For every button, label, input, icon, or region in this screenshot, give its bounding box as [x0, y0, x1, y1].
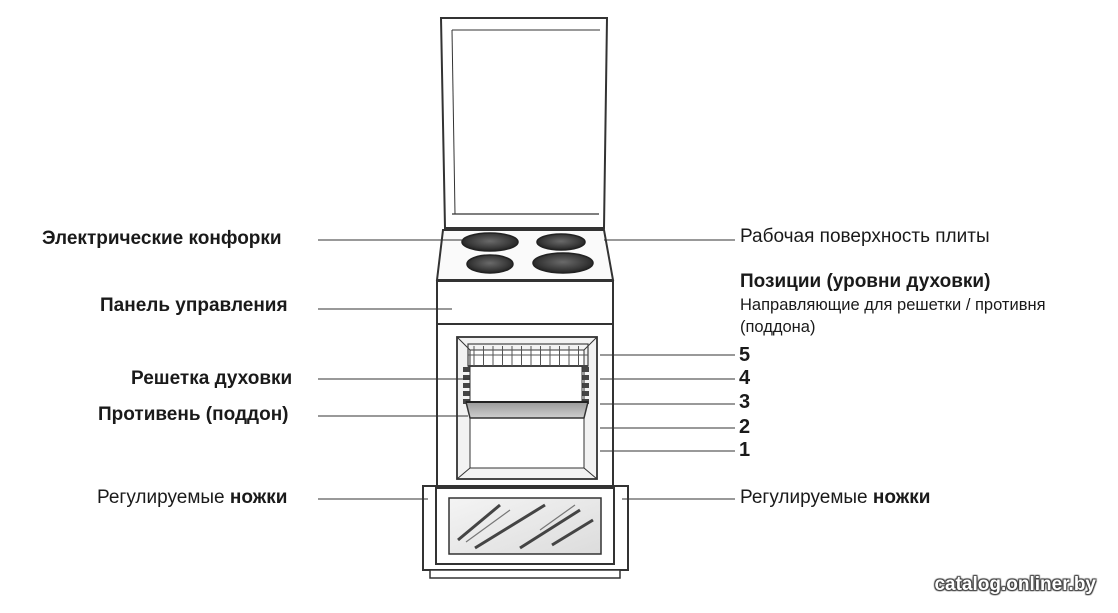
stove-lid [439, 17, 609, 229]
label-oven-positions: Позиции (уровни духовки) [740, 271, 991, 292]
level-number-4: 4 [739, 367, 751, 389]
guide-notch-right [582, 375, 589, 380]
guide-notch-left [463, 383, 470, 388]
label-baking-tray: Противень (поддон) [98, 404, 289, 425]
level-number-5: 5 [739, 344, 751, 366]
control-panel [436, 280, 614, 325]
guide-notch-left [463, 375, 470, 380]
guide-notch-left [463, 367, 470, 372]
oven-rack-bars [468, 346, 588, 366]
oven-door [435, 487, 615, 565]
guide-notch-right [582, 383, 589, 388]
label-adjustable-feet-left: Регулируемые ножки [97, 487, 287, 509]
label-oven-rack: Решетка духовки [131, 368, 293, 389]
guide-notch-left [463, 391, 470, 396]
label-feet-prefix: Регулируемые [740, 487, 873, 508]
label-control-panel: Панель управления [100, 295, 288, 316]
label-feet-bold: ножки [872, 487, 931, 508]
guide-notch-right [582, 391, 589, 396]
level-number-2: 2 [739, 416, 751, 438]
cooktop [435, 229, 615, 281]
watermark: catalog.onliner.by [934, 574, 1096, 595]
guide-notch-right [582, 367, 589, 372]
label-worktop: Рабочая поверхность плиты [740, 226, 990, 247]
level-number-1: 1 [739, 439, 751, 461]
burner-front-left [466, 254, 514, 274]
label-adjustable-feet-right: Регулируемые ножки [740, 487, 930, 509]
burner-front-right [532, 252, 594, 274]
label-electric-burners: Электрические конфорки [42, 228, 282, 249]
burner-rear-left [461, 232, 519, 252]
burner-rear-right [536, 233, 586, 251]
burners [461, 232, 594, 274]
level-number-3: 3 [739, 391, 751, 413]
label-guides-line1: Направляющие для решетки / противня [740, 296, 1046, 314]
leader-lines [318, 239, 735, 500]
baking-tray [465, 401, 589, 419]
label-feet-bold: ножки [229, 487, 288, 508]
label-feet-prefix: Регулируемые [97, 487, 230, 508]
label-guides-line2: (поддона) [740, 318, 816, 336]
